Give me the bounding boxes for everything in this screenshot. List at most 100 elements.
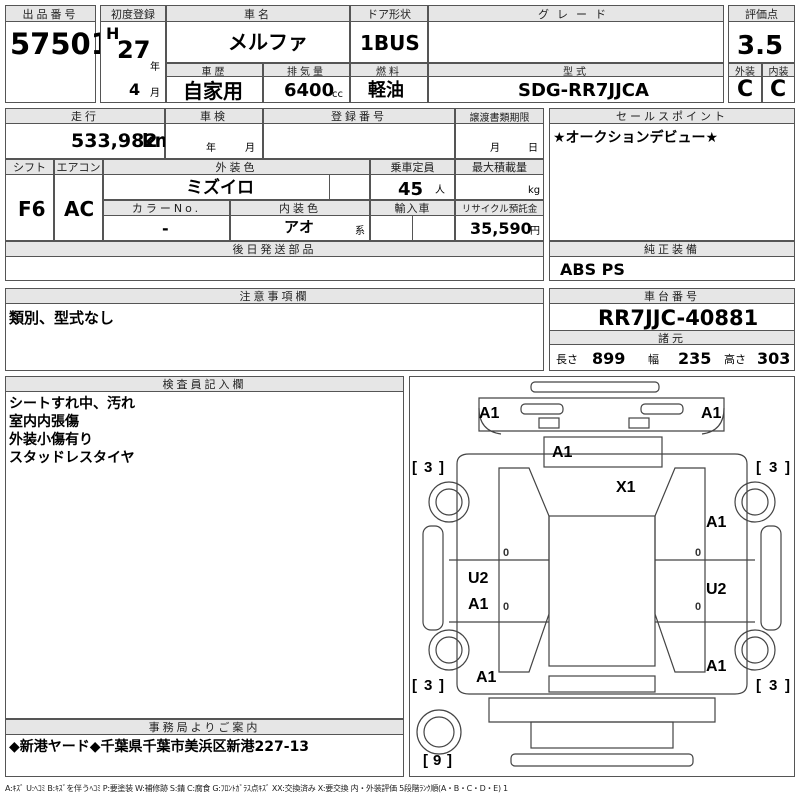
body-outline	[456, 453, 748, 695]
ac-value: AC	[64, 197, 95, 221]
ac-label: エアコン	[54, 159, 103, 175]
insp-year-unit: 年	[206, 143, 216, 154]
grade-label: グレード	[428, 5, 724, 22]
history-value: 自家用	[183, 79, 243, 103]
insp-month-unit: 月	[245, 143, 255, 154]
front-left-wheel	[428, 481, 470, 523]
spare-tire	[423, 716, 455, 748]
colorno-label: カラーNo.	[103, 200, 230, 216]
tire-bracket: ]	[785, 677, 790, 694]
lever-mark: 0	[695, 601, 701, 613]
int-color-value: アオ	[284, 218, 315, 236]
front-corner	[701, 407, 725, 435]
lot-number: 57501	[10, 27, 111, 61]
model-value: SDG-RR7JJCA	[518, 80, 649, 101]
int-grade-label: 内装	[762, 63, 795, 78]
recycle-value: 35,590	[470, 219, 532, 238]
ext-color-divider	[329, 175, 330, 200]
sales-point-text: ★オークションデビュー★	[553, 130, 719, 146]
door-label: ドア形状	[350, 5, 428, 22]
rear-right-wheel	[734, 629, 776, 671]
front-right-wheel	[734, 481, 776, 523]
spare-tire	[416, 709, 462, 755]
tire-bracket: [	[423, 752, 428, 769]
rear-left-wheel	[428, 629, 470, 671]
genuine-value: ABS PS	[560, 260, 625, 279]
kg-unit: kg	[528, 185, 541, 196]
damage-mark: A1	[476, 669, 497, 686]
front-panel	[478, 397, 725, 432]
import-divider	[412, 216, 413, 241]
damage-mark: A1	[552, 444, 573, 461]
tire-depth: 3	[424, 459, 432, 476]
regno-label: 登録番号	[263, 108, 455, 124]
front-light	[628, 417, 650, 429]
caution-text: 類別、型式なし	[9, 309, 115, 327]
chassis-value: RR7JJC-40881	[598, 306, 759, 330]
yen-unit: 円	[530, 226, 540, 237]
tire-depth: 3	[424, 677, 432, 694]
windshield	[543, 436, 663, 468]
mileage-label: 走行	[5, 108, 165, 124]
damage-mark: U2	[706, 581, 727, 598]
tire-bracket: ]	[439, 459, 444, 476]
tire-bracket: [	[412, 677, 417, 694]
right-side-panel	[760, 525, 782, 631]
width-label: 幅	[648, 353, 659, 366]
car-name: メルファ	[228, 30, 308, 54]
kei-unit: 系	[355, 226, 365, 237]
chassis-label: 車台番号	[549, 288, 795, 304]
front-grille	[640, 403, 684, 415]
person-unit: 人	[435, 185, 445, 196]
tire-bracket: ]	[439, 677, 444, 694]
height-value: 303	[757, 349, 791, 368]
maxload-label: 最大積載量	[455, 159, 544, 175]
capacity-value: 45	[398, 179, 424, 200]
damage-mark: A1	[701, 405, 722, 422]
height-label: 高さ	[724, 353, 746, 366]
roof	[498, 467, 706, 673]
car-diagram: 0 0 0 0 A1 A1 A1 X1 A1 U2 A1 U2 A1 A1 [ …	[412, 381, 790, 769]
tire-bracket: [	[756, 459, 761, 476]
front-corner	[478, 407, 502, 435]
dims-label: 諸元	[549, 330, 795, 345]
recycle-label: リサイクル預託金	[455, 200, 544, 216]
lever-mark: 0	[503, 547, 509, 559]
inspector-notes: シートすれ中、汚れ 室内内張傷 外装小傷有り スタッドレスタイヤ	[9, 395, 135, 467]
damage-mark: U2	[468, 570, 489, 587]
inspector-line: シートすれ中、汚れ	[9, 396, 135, 412]
capacity-label: 乗車定員	[370, 159, 455, 175]
tire-bracket: [	[412, 459, 417, 476]
cc-unit: cc	[332, 89, 343, 100]
rear-right-wheel	[741, 636, 769, 664]
damage-mark: A1	[468, 596, 489, 613]
lever-mark: 0	[695, 547, 701, 559]
ext-grade-value: C	[737, 77, 754, 102]
damage-mark: A1	[706, 658, 727, 675]
ext-grade-label: 外装	[728, 63, 762, 78]
int-color-label: 内装色	[230, 200, 370, 216]
colorno-value: -	[162, 219, 169, 238]
genuine-label: 純正装備	[549, 241, 795, 257]
transfer-month-unit: 月	[490, 143, 500, 154]
caution-label: 注意事項欄	[5, 288, 544, 304]
int-grade-value: C	[770, 77, 787, 102]
history-label: 車歴	[166, 63, 263, 78]
inspector-line: 室内内張傷	[9, 414, 79, 430]
tire-bracket: ]	[447, 752, 452, 769]
left-side-panel	[422, 525, 444, 631]
tire-depth: 9	[433, 752, 441, 769]
rear-plate	[530, 721, 674, 749]
score-value: 3.5	[737, 31, 784, 61]
front-grille	[520, 403, 564, 415]
tire-bracket: ]	[785, 459, 790, 476]
ext-color-label: 外装色	[103, 159, 370, 175]
rear-panel	[488, 697, 716, 723]
front-left-wheel	[435, 488, 463, 516]
length-value: 899	[592, 349, 626, 368]
reg-month: 4	[129, 80, 141, 99]
inspector-line: 外装小傷有り	[9, 432, 93, 448]
model-label: 型式	[428, 63, 724, 78]
rear-bumper	[510, 753, 694, 767]
length-label: 長さ	[556, 353, 578, 366]
